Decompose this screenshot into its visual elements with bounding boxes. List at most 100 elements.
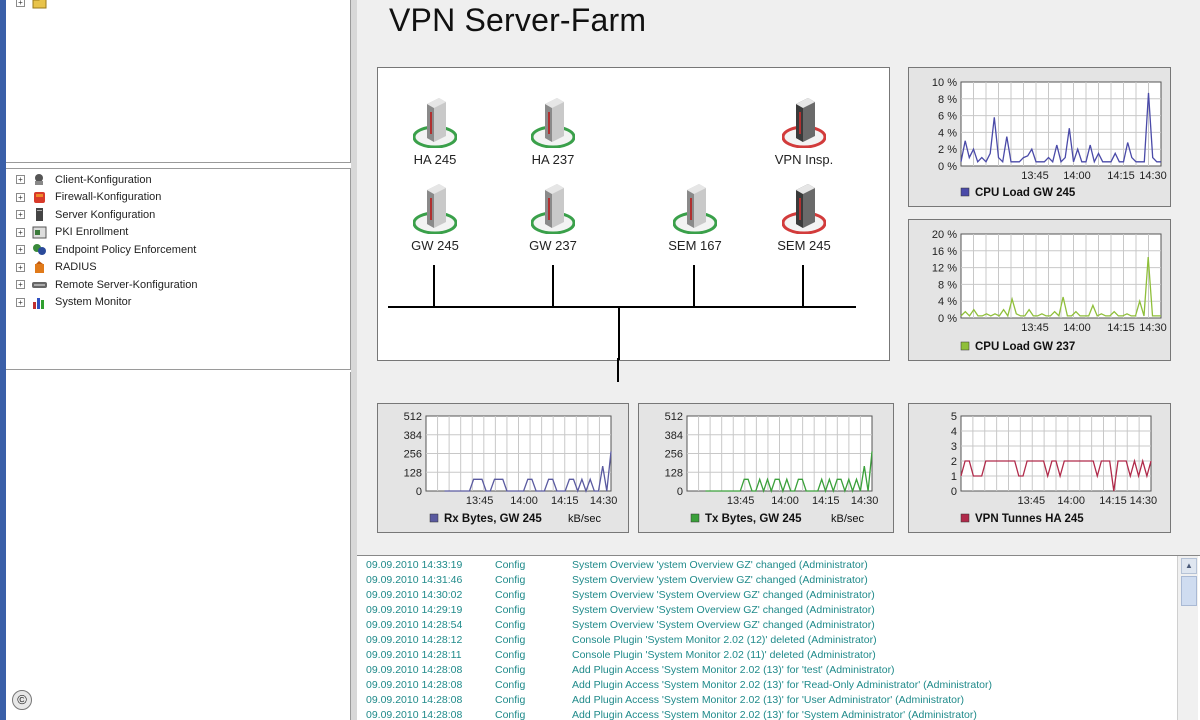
- log-category: Config: [495, 619, 526, 631]
- tree-item[interactable]: +System Monitor: [16, 294, 131, 311]
- x-tick-label: 14:00: [510, 495, 538, 507]
- y-tick-label: 1: [951, 471, 957, 483]
- log-timestamp: 09.09.2010 14:28:11: [366, 649, 462, 661]
- log-message: System Overview 'ystem Overview GZ' chan…: [572, 559, 868, 571]
- vertical-splitter[interactable]: [351, 0, 357, 720]
- server-label: VPN Insp.: [774, 152, 834, 167]
- log-scrollbar[interactable]: ▲: [1177, 556, 1198, 720]
- scroll-thumb[interactable]: [1181, 576, 1197, 606]
- server-node[interactable]: HA 245: [395, 96, 475, 167]
- server-node[interactable]: SEM 167: [655, 182, 735, 253]
- series-line: [960, 257, 1161, 318]
- log-message: Console Plugin 'System Monitor 2.02 (12)…: [572, 634, 877, 646]
- log-timestamp: 09.09.2010 14:28:12: [366, 634, 463, 646]
- tree-item[interactable]: +Client-Konfiguration: [16, 171, 152, 188]
- y-tick-label: 4 %: [938, 127, 957, 139]
- unit-label: kB/sec: [568, 513, 602, 525]
- tree-item[interactable]: +PKI Enrollment: [16, 224, 128, 241]
- top-tree-item[interactable]: +: [16, 0, 55, 11]
- server-label: HA 237: [531, 152, 575, 167]
- server-node[interactable]: HA 237: [513, 96, 593, 167]
- series-line: [705, 451, 873, 494]
- x-tick-label: 14:15: [1107, 322, 1135, 334]
- legend-swatch: [960, 187, 970, 197]
- expand-icon[interactable]: +: [16, 245, 25, 254]
- x-tick-label: 14:30: [1139, 170, 1167, 182]
- log-timestamp: 09.09.2010 14:31:46: [366, 574, 463, 586]
- legend-label: VPN Tunnes HA 245: [975, 513, 1084, 525]
- y-tick-label: 128: [404, 467, 422, 479]
- expand-icon[interactable]: +: [16, 192, 25, 202]
- y-tick-label: 5: [951, 411, 957, 423]
- server-icon: [413, 98, 457, 148]
- y-tick-label: 2 %: [938, 144, 957, 156]
- expand-icon[interactable]: +: [16, 280, 25, 289]
- x-tick-label: 14:00: [1063, 322, 1091, 334]
- log-category: Config: [495, 589, 526, 601]
- tree-item[interactable]: +Endpoint Policy Enforcement: [16, 241, 196, 258]
- x-tick-label: 14:00: [1057, 495, 1085, 507]
- y-tick-label: 0 %: [938, 161, 957, 173]
- server-node[interactable]: GW 237: [513, 182, 593, 253]
- folder-icon: [32, 0, 47, 9]
- server-node[interactable]: SEM 245: [764, 182, 844, 253]
- log-message: Add Plugin Access 'System Monitor 2.02 (…: [572, 694, 964, 706]
- tree-item-label: RADIUS: [55, 261, 97, 273]
- y-tick-label: 512: [665, 411, 683, 423]
- client-config-icon: [35, 174, 43, 185]
- log-message: System Overview 'System Overview GZ' cha…: [572, 604, 875, 616]
- y-tick-label: 0: [951, 486, 957, 498]
- y-tick-label: 0: [416, 486, 422, 498]
- log-timestamp: 09.09.2010 14:28:08: [366, 694, 463, 706]
- x-tick-label: 14:30: [1130, 495, 1158, 507]
- expand-icon[interactable]: +: [16, 262, 25, 272]
- y-tick-label: 128: [665, 467, 683, 479]
- x-tick-label: 13:45: [1018, 495, 1046, 507]
- scroll-up-icon[interactable]: ▲: [1181, 558, 1197, 574]
- log-category: Config: [495, 664, 526, 676]
- expand-icon[interactable]: +: [16, 227, 25, 237]
- y-tick-label: 0 %: [938, 313, 957, 325]
- tree-item[interactable]: +Firewall-Konfiguration: [16, 189, 161, 206]
- server-node[interactable]: GW 245: [395, 182, 475, 253]
- series-line: [960, 92, 1161, 164]
- log-message: System Overview 'System Overview GZ' cha…: [572, 589, 875, 601]
- left-window-edge: [0, 0, 6, 720]
- tree-item[interactable]: +Server Konfiguration: [16, 206, 155, 223]
- server-label: HA 245: [413, 152, 457, 167]
- server-node[interactable]: VPN Insp.: [764, 96, 844, 167]
- system-monitor-icon: [33, 297, 44, 309]
- x-tick-label: 13:45: [1021, 170, 1049, 182]
- tree-item[interactable]: + RADIUS: [16, 259, 97, 276]
- x-tick-label: 14:15: [812, 495, 840, 507]
- unit-label: kB/sec: [831, 513, 865, 525]
- expand-icon[interactable]: +: [16, 210, 25, 219]
- expand-icon[interactable]: +: [16, 0, 25, 7]
- tree-item[interactable]: +Remote Server-Konfiguration: [16, 276, 197, 293]
- expand-icon[interactable]: +: [16, 297, 25, 307]
- log-message: Add Plugin Access 'System Monitor 2.02 (…: [572, 679, 993, 691]
- server-label: SEM 167: [668, 238, 722, 253]
- y-tick-label: 20 %: [932, 229, 957, 241]
- log-category: Config: [495, 574, 526, 586]
- y-tick-label: 4 %: [938, 296, 957, 308]
- x-tick-label: 14:15: [551, 495, 579, 507]
- expand-icon[interactable]: +: [16, 175, 25, 184]
